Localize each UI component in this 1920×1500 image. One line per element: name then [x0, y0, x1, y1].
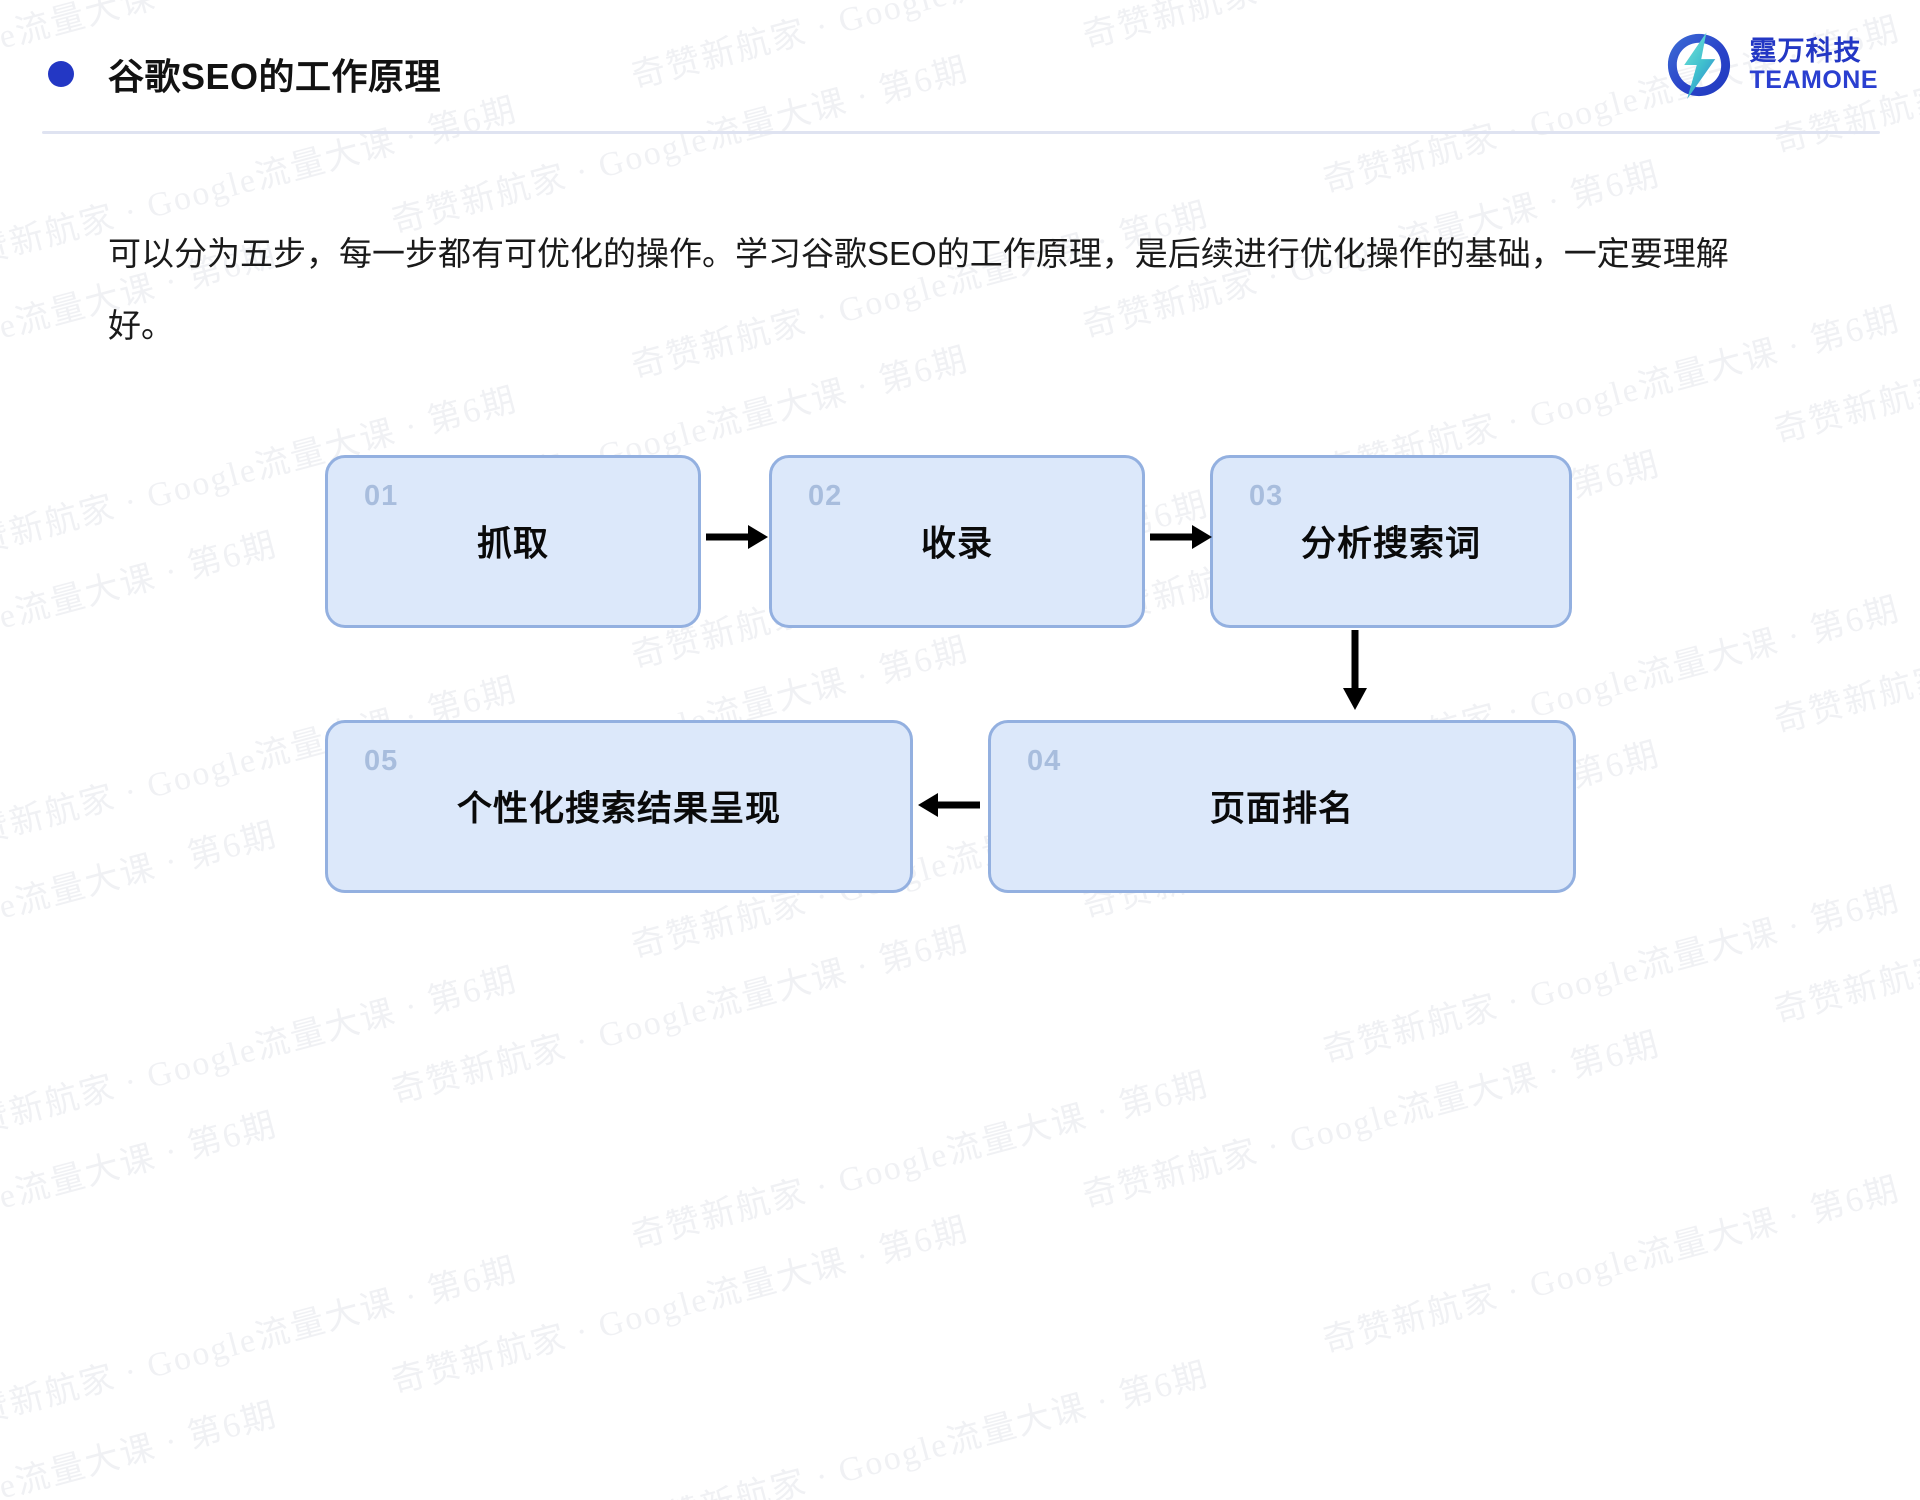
flow-diagram: 01 抓取 02 收录 03 分析搜索词 04 页面排名 05 个性化搜索结果呈…: [325, 455, 1576, 893]
title-bullet-icon: [48, 61, 74, 87]
brand-name-en: TEAMONE: [1749, 66, 1878, 95]
flow-step-label-04: 页面排名: [1209, 788, 1354, 828]
flow-step-box-03[interactable]: 03 分析搜索词: [1210, 455, 1572, 628]
watermark-text: 奇赞新航家 · Google流量大课 · 第6期奇赞新航家 · Google流量…: [627, 1170, 1904, 1500]
slide-header: 谷歌SEO的工作原理 霆万科技 TEAMONE: [0, 0, 1920, 134]
arrow-step-02-to-03-icon: [1150, 525, 1212, 549]
flow-step-label-03: 分析搜索词: [1300, 523, 1481, 563]
intro-paragraph: 可以分为五步，每一步都有可优化的操作。学习谷歌SEO的工作原理，是后续进行优化操…: [108, 235, 1729, 344]
flow-step-box-04[interactable]: 04 页面排名: [988, 720, 1576, 893]
arrow-step-04-to-05-icon: [918, 793, 980, 817]
header-divider: [42, 131, 1880, 134]
flow-step-number-04: 04: [1027, 745, 1062, 777]
flow-step-number-05: 05: [364, 745, 399, 777]
flow-step-label-01: 抓取: [476, 523, 549, 563]
brand-name-cn: 霆万科技: [1749, 35, 1862, 66]
flow-step-box-02[interactable]: 02 收录: [769, 455, 1145, 628]
brand-text: 霆万科技 TEAMONE: [1750, 36, 1879, 94]
page-title: 谷歌SEO的工作原理: [108, 56, 442, 97]
flow-step-label-02: 收录: [920, 523, 993, 563]
flow-step-box-05[interactable]: 05 个性化搜索结果呈现: [325, 720, 913, 893]
lightning-bolt-circle-logo-icon: [1667, 32, 1730, 100]
flow-step-box-01[interactable]: 01 抓取: [325, 455, 701, 628]
arrow-step-01-to-02-icon: [706, 525, 768, 549]
brand-logo: 霆万科技 TEAMONE: [1662, 28, 1879, 102]
flow-step-number-02: 02: [808, 480, 843, 512]
flow-step-number-01: 01: [364, 480, 399, 512]
arrow-step-03-to-04-icon: [1343, 630, 1367, 710]
flow-step-number-03: 03: [1249, 480, 1284, 512]
flow-step-label-05: 个性化搜索结果呈现: [456, 788, 781, 828]
